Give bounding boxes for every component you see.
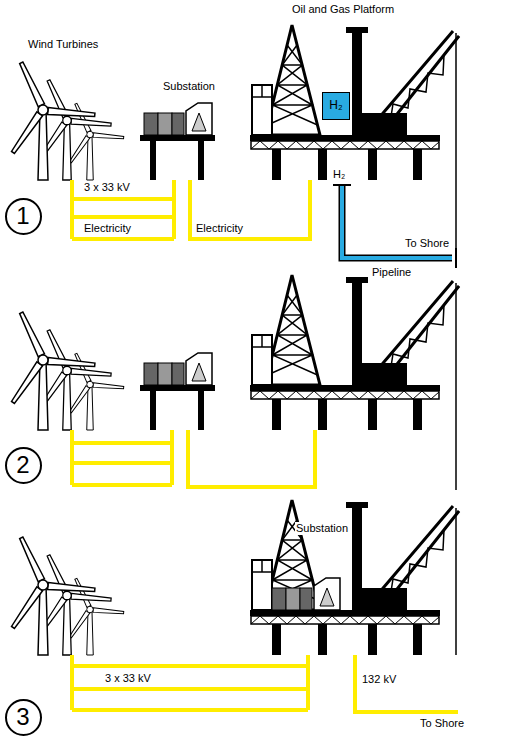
label-text: Oil and Gas Platform	[292, 3, 394, 16]
wind-turbines	[0, 43, 126, 180]
label-text: 3 x 33 kV	[105, 672, 151, 685]
pipe-end	[455, 248, 457, 268]
label-text: Electricity	[84, 222, 131, 235]
substation-symbol	[140, 103, 215, 180]
label-text: Electricity	[196, 222, 243, 235]
pipeline	[342, 186, 452, 258]
wind-turbines	[0, 518, 126, 655]
label-text: Wind Turbines	[28, 38, 98, 51]
wind-turbines	[0, 293, 126, 430]
callout-number: 1	[16, 203, 29, 229]
cable-electricity	[188, 430, 315, 487]
hydrogen-box: H₂	[322, 92, 350, 120]
platform-symbol	[250, 275, 459, 430]
crane-cable	[455, 33, 457, 268]
node-label: H₂	[329, 99, 342, 112]
label-text: Substation	[163, 80, 215, 93]
crane-cable	[455, 283, 457, 490]
crane-cable	[455, 508, 457, 655]
label-text: Pipeline	[372, 266, 411, 279]
substation-symbol	[272, 578, 340, 610]
cable-132kv	[355, 655, 458, 712]
callout-number: 2	[16, 452, 29, 478]
label-text: To Shore	[405, 237, 449, 250]
label-text: H₂	[333, 168, 345, 181]
cable-33kv	[72, 180, 174, 239]
platform-symbol	[250, 500, 459, 655]
label-text: Substation	[295, 522, 349, 535]
label-text: To Shore	[420, 717, 464, 730]
callout-number: 3	[16, 704, 29, 730]
cable-33kv	[72, 430, 172, 485]
scenario-number: 2	[5, 447, 42, 484]
label-text: 132 kV	[362, 673, 396, 686]
scenario-number: 3	[5, 699, 42, 736]
platform-symbol	[250, 25, 459, 180]
pipeline-outline	[342, 185, 452, 258]
scenario-number: 1	[5, 198, 42, 235]
cable-33kv	[72, 655, 308, 710]
cable-electricity	[190, 180, 310, 239]
substation-symbol	[140, 353, 215, 430]
label-text: 3 x 33 kV	[84, 181, 130, 194]
